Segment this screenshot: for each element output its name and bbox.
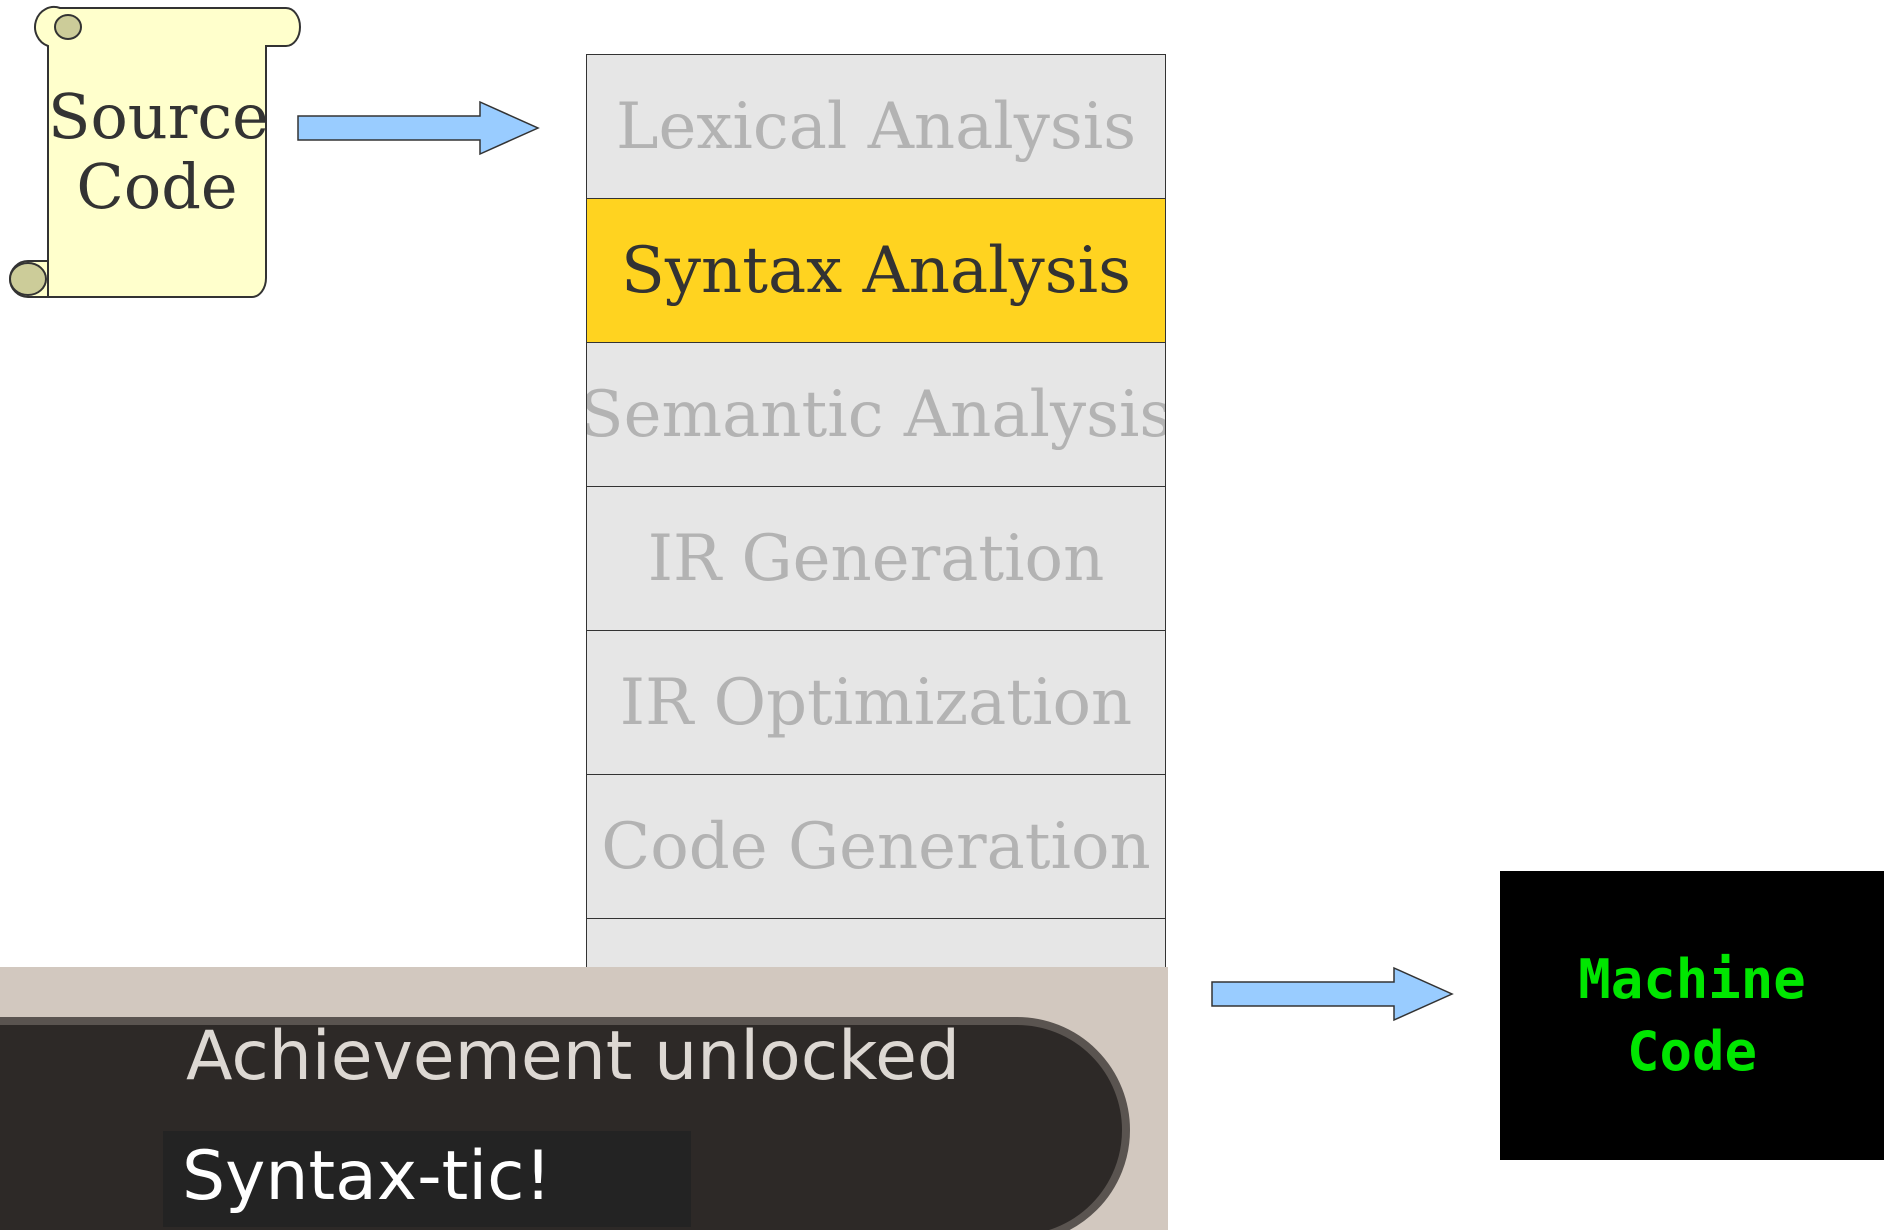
scroll-icon — [9, 5, 301, 298]
phase-code-generation: Code Generation — [587, 775, 1165, 919]
achievement-name-background — [163, 1131, 691, 1227]
arrow-right-icon — [1211, 966, 1454, 1022]
achievement-title: Achievement unlocked — [186, 1017, 961, 1096]
machine-code-box: Machine Code — [1500, 871, 1884, 1160]
compiler-phase-stack: Lexical Analysis Syntax Analysis Semanti… — [586, 54, 1166, 1063]
phase-syntax-analysis: Syntax Analysis — [587, 199, 1165, 343]
source-code-scroll: Source Code — [0, 0, 310, 310]
machine-code-label-line1: Machine — [1578, 947, 1806, 1011]
phase-ir-generation: IR Generation — [587, 487, 1165, 631]
achievement-name: Syntax-tic! — [182, 1137, 552, 1216]
phase-lexical-analysis: Lexical Analysis — [587, 55, 1165, 199]
source-code-label: Source Code — [48, 80, 269, 223]
machine-code-label-line2: Code — [1626, 1019, 1758, 1083]
achievement-banner: Achievement unlocked Syntax-tic! — [0, 967, 1168, 1230]
phase-semantic-analysis: Semantic Analysis — [587, 343, 1165, 487]
phase-ir-optimization: IR Optimization — [587, 631, 1165, 775]
arrow-right-icon — [297, 100, 540, 156]
